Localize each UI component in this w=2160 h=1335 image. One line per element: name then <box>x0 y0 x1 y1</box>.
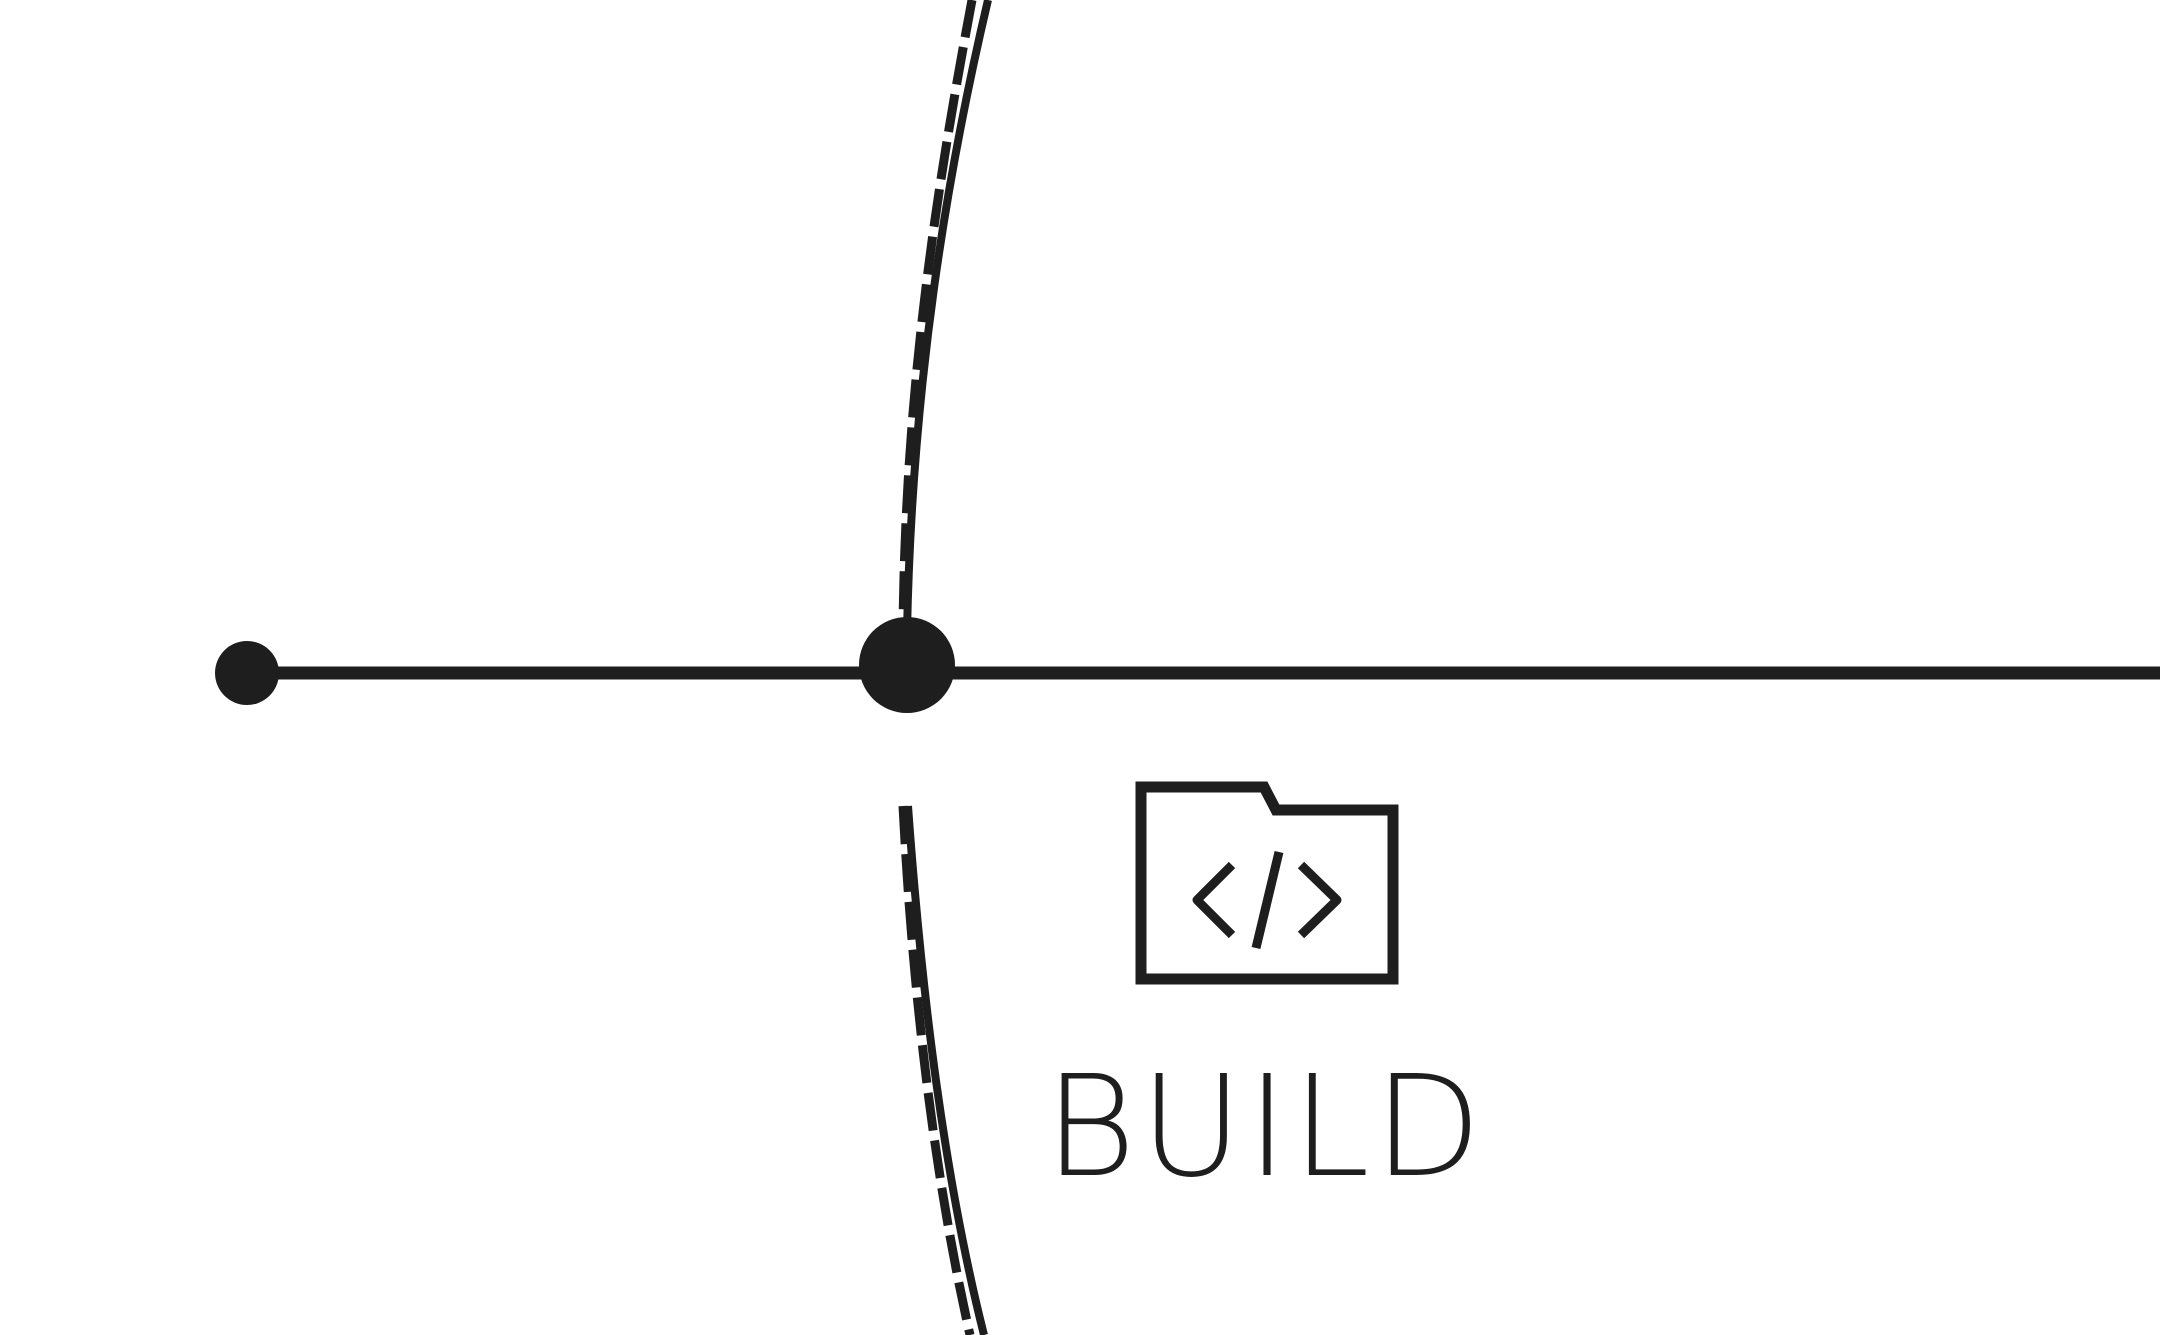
code-bracket-left <box>1192 861 1236 939</box>
timeline-start-node <box>215 641 279 705</box>
milestone-node <box>859 617 955 713</box>
code-folder-icon <box>1135 781 1399 985</box>
folder-outline <box>1135 781 1399 985</box>
upper-dashed-arc <box>898 0 977 633</box>
stage-label: BUILD <box>1044 1046 1485 1209</box>
lower-dashed-arc <box>898 805 975 1335</box>
code-bracket-right <box>1297 861 1342 939</box>
lower-solid-arc <box>904 805 988 1335</box>
upper-solid-arc <box>903 0 992 633</box>
code-slash <box>1251 850 1284 950</box>
